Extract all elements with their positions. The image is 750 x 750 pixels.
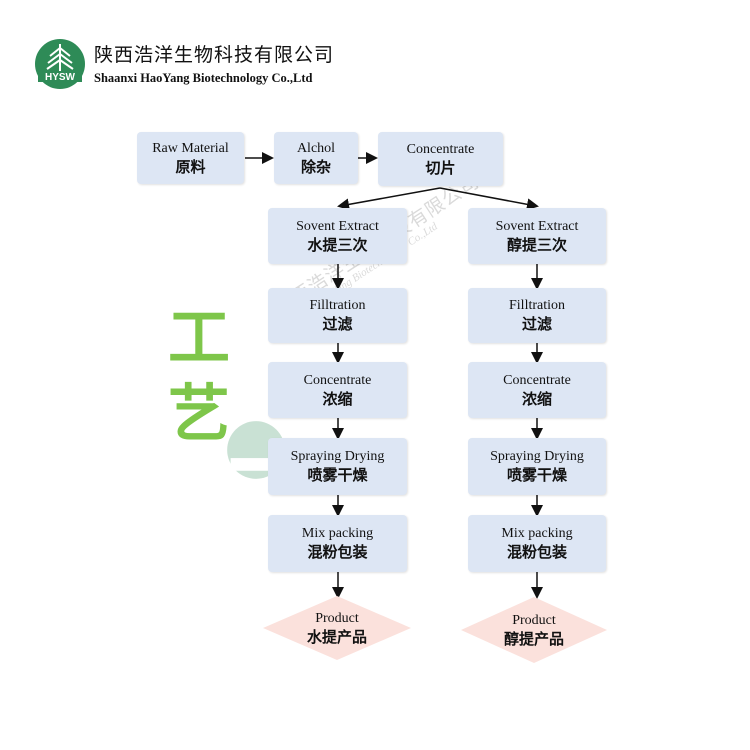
process-label: 工 艺 bbox=[163, 300, 235, 452]
right-step-concentrate: Concentrate 浓缩 bbox=[468, 362, 606, 418]
left-step-concentrate: Concentrate 浓缩 bbox=[268, 362, 407, 418]
step-label-cn: 除杂 bbox=[300, 157, 331, 176]
left-step-extract: Sovent Extract 水提三次 bbox=[268, 208, 407, 264]
step-label-en: Filltration bbox=[309, 298, 366, 313]
step-label-en: Sovent Extract bbox=[296, 218, 379, 234]
step-label-en: Spraying Drying bbox=[490, 449, 584, 464]
step-label-en: Spraying Drying bbox=[290, 449, 385, 464]
step-label-cn: 喷雾干燥 bbox=[307, 466, 368, 484]
step-label-en: Concentrate bbox=[503, 372, 571, 388]
product-label-cn: 水提产品 bbox=[306, 627, 367, 646]
step-alchol: Alchol 除杂 bbox=[274, 132, 358, 184]
product-label-en: Product bbox=[315, 610, 359, 626]
step-label-cn: 喷雾干燥 bbox=[506, 466, 567, 484]
left-step-filtration: Filltration 过滤 bbox=[268, 288, 407, 343]
product-label-cn: 醇提产品 bbox=[503, 629, 564, 648]
step-label-cn: 混粉包装 bbox=[506, 543, 567, 561]
right-step-mix-packing: Mix packing 混粉包装 bbox=[468, 515, 606, 572]
arrow-split-left bbox=[337, 187, 441, 211]
product-alcohol-extract: Product 醇提产品 bbox=[460, 596, 608, 664]
step-label-en: Mix packing bbox=[301, 526, 374, 541]
company-name-en: Shaanxi HaoYang Biotechnology Co.,Ltd bbox=[94, 71, 313, 85]
arrow-split-right bbox=[439, 187, 539, 211]
right-step-spray-drying: Spraying Drying 喷雾干燥 bbox=[468, 438, 606, 495]
step-label-cn: 醇提三次 bbox=[506, 235, 567, 254]
step-label-cn: 过滤 bbox=[322, 315, 353, 333]
left-step-mix-packing: Mix packing 混粉包装 bbox=[268, 515, 407, 572]
step-label-en: Sovent Extract bbox=[495, 218, 579, 234]
step-label-cn: 切片 bbox=[425, 158, 456, 177]
step-label-en: Alchol bbox=[296, 140, 336, 156]
step-label-en: Concentrate bbox=[303, 372, 372, 388]
product-label-en: Product bbox=[512, 612, 556, 628]
step-label-cn: 原料 bbox=[175, 157, 206, 176]
right-step-extract: Sovent Extract 醇提三次 bbox=[468, 208, 606, 264]
logo-text: HYSW bbox=[45, 72, 76, 83]
step-concentrate-slice: Concentrate 切片 bbox=[378, 132, 503, 186]
diamond-shape bbox=[263, 596, 411, 660]
step-label-en: Concentrate bbox=[406, 141, 475, 157]
left-step-spray-drying: Spraying Drying 喷雾干燥 bbox=[268, 438, 407, 495]
step-label-cn: 混粉包装 bbox=[307, 543, 368, 561]
diamond-shape bbox=[461, 597, 607, 663]
step-raw-material: Raw Material 原料 bbox=[137, 132, 244, 184]
step-label-en: Raw Material bbox=[152, 140, 229, 156]
step-label-cn: 水提三次 bbox=[307, 235, 368, 254]
company-logo: HYSW bbox=[35, 39, 85, 89]
company-name-cn: 陕西浩洋生物科技有限公司 bbox=[94, 44, 335, 66]
step-label-cn: 浓缩 bbox=[322, 389, 353, 408]
step-label-en: Filltration bbox=[509, 298, 565, 313]
process-label-char-1: 工 bbox=[167, 301, 230, 374]
step-label-cn: 浓缩 bbox=[521, 389, 552, 408]
process-label-char-2: 艺 bbox=[167, 377, 230, 450]
right-step-filtration: Filltration 过滤 bbox=[468, 288, 606, 343]
product-water-extract: Product 水提产品 bbox=[262, 595, 412, 661]
step-label-en: Mix packing bbox=[501, 526, 573, 541]
step-label-cn: 过滤 bbox=[521, 315, 552, 333]
